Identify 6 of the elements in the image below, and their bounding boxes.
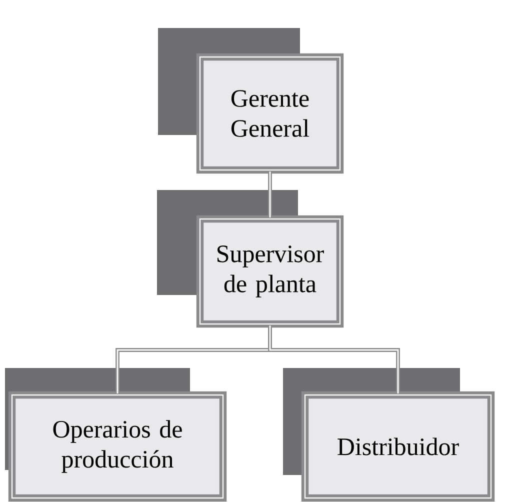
org-box: Gerente General (158, 28, 344, 174)
org-box: Distribuidor (283, 368, 495, 502)
org-box: Supervisor de planta (157, 190, 344, 328)
connector-line (268, 172, 272, 218)
org-box: Operarios de producción (5, 368, 227, 502)
connector-line (268, 326, 400, 394)
